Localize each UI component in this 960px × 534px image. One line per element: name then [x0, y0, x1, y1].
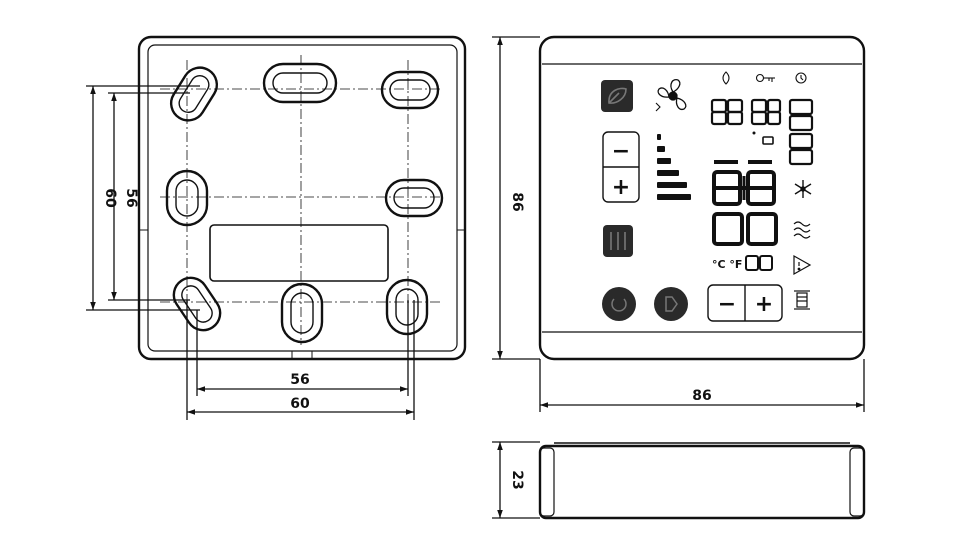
temp-minus-button[interactable]: −	[718, 292, 736, 317]
heat-waves-icon	[793, 221, 811, 239]
fan-speed-bars	[657, 134, 691, 200]
dim-front-width: 86	[692, 388, 711, 404]
dim-base-outer-height: 60	[102, 188, 118, 208]
power-icon	[611, 298, 627, 312]
mode-button[interactable]	[654, 287, 688, 321]
leaf-icon	[608, 87, 627, 104]
back-plate-inner	[147, 44, 458, 352]
eco-button[interactable]	[601, 80, 633, 112]
dim-base-inner-width: 56	[290, 372, 309, 388]
mounting-slot-top-center	[262, 62, 338, 104]
dim-base-inner-height: 56	[123, 188, 139, 207]
arrow-right-icon	[665, 296, 678, 312]
large-digits-lower	[712, 212, 778, 246]
small-digits-group-1	[710, 98, 744, 126]
warning-icon	[793, 254, 812, 276]
small-digits-dot	[752, 131, 756, 135]
clock-icon	[795, 72, 807, 84]
dim-front-height: 86	[509, 192, 525, 211]
back-plate-view	[137, 35, 467, 361]
dimension-front-height	[492, 36, 540, 360]
temperature-stepper	[707, 284, 783, 322]
back-plate-outer	[137, 35, 467, 361]
key-icon	[755, 73, 775, 83]
mounting-slot-top-right	[380, 70, 440, 110]
mounting-slot-middle-right	[384, 178, 444, 218]
status-icon-drop	[722, 71, 730, 85]
snowflake-icon	[794, 180, 812, 198]
mounting-slot-bottom-left	[172, 276, 222, 332]
center-lines	[160, 55, 440, 345]
large-digits-upper	[712, 160, 776, 206]
heat-mode-button[interactable]	[603, 225, 633, 257]
front-housing	[538, 35, 866, 361]
heating-icon	[610, 232, 626, 250]
mounting-slot-middle-left	[165, 169, 209, 227]
front-view	[538, 35, 866, 361]
mounting-slot-bottom-center	[280, 282, 324, 344]
dimension-horizontal-bottom	[186, 300, 415, 420]
filter-icon	[794, 290, 810, 310]
dim-base-outer-width: 60	[290, 396, 310, 412]
side-housing	[538, 444, 866, 520]
fan-minus-button[interactable]: −	[612, 139, 630, 164]
unit-small-digits	[745, 255, 773, 271]
small-digits-group-3	[788, 98, 814, 166]
small-digits-group-2	[750, 98, 782, 145]
power-button[interactable]	[602, 287, 636, 321]
dimension-side-depth	[492, 441, 540, 519]
dimension-front-width	[539, 359, 865, 412]
dim-side-depth: 23	[509, 470, 525, 489]
cable-window	[209, 224, 389, 282]
fan-speed-stepper	[602, 131, 640, 203]
side-front-lip-left	[539, 447, 555, 517]
temperature-unit-label: °C °F	[712, 258, 742, 271]
mounting-slot-bottom-right	[385, 278, 429, 336]
fan-plus-button[interactable]: +	[612, 175, 630, 200]
side-view	[538, 442, 866, 520]
fan-icon	[655, 78, 687, 112]
mounting-slot-top-left	[169, 66, 219, 122]
side-front-lip-right	[849, 447, 865, 517]
temp-plus-button[interactable]: +	[755, 292, 773, 317]
dimension-vertical-left	[86, 85, 200, 311]
